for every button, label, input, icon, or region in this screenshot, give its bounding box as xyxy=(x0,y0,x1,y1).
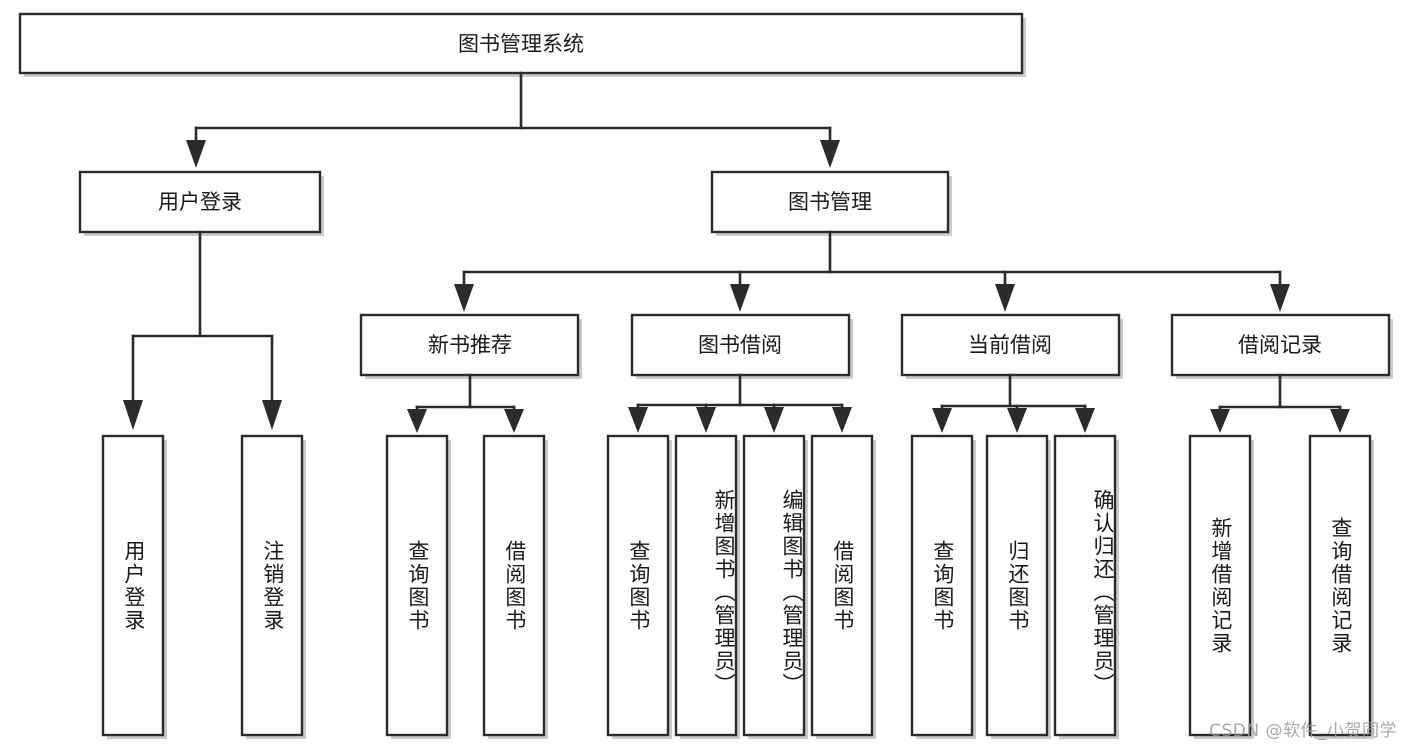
leaf-query-book-2[interactable] xyxy=(606,434,672,739)
node-book-borrow[interactable]: 图书借阅 xyxy=(630,313,853,379)
connector-current-borrow-to-leaves xyxy=(932,373,1095,433)
connector-root-to-level2 xyxy=(186,71,840,168)
node-new-book-recommend-box[interactable] xyxy=(359,313,580,377)
node-root-box[interactable] xyxy=(18,12,1024,75)
node-root-label: 图书管理系统 xyxy=(458,32,584,56)
node-user-login-box[interactable] xyxy=(78,170,322,234)
leaf-add-book-admin[interactable] xyxy=(674,434,740,739)
arrow-head-icon xyxy=(832,407,852,433)
node-new-book-recommend-label: 新书推荐 xyxy=(428,333,512,357)
node-current-borrow[interactable]: 当前借阅 xyxy=(900,313,1123,379)
node-book-borrow-label: 图书借阅 xyxy=(698,333,782,357)
arrow-head-icon xyxy=(730,284,750,312)
arrow-head-icon xyxy=(407,409,427,433)
leaf-borrow-book-2-box[interactable] xyxy=(810,434,874,737)
leaf-return-book-box[interactable] xyxy=(985,434,1049,737)
node-user-login-label: 用户登录 xyxy=(158,190,242,214)
leaf-borrow-book-2[interactable] xyxy=(810,434,876,739)
arrow-head-icon xyxy=(262,400,282,430)
leaf-user-login-do-box[interactable] xyxy=(101,434,165,737)
leaf-query-book-1[interactable] xyxy=(385,434,451,739)
leaf-add-borrow-record-box[interactable] xyxy=(1188,434,1252,737)
node-current-borrow-box[interactable] xyxy=(900,313,1121,377)
leaf-edit-book-admin-box[interactable] xyxy=(742,434,806,737)
leaf-confirm-return-admin[interactable] xyxy=(1053,434,1119,739)
arrow-head-icon xyxy=(995,284,1015,312)
leaf-edit-book-admin[interactable] xyxy=(742,434,808,739)
leaf-confirm-return-admin-box[interactable] xyxy=(1053,434,1117,737)
node-root[interactable]: 图书管理系统 xyxy=(18,12,1026,77)
node-borrow-record-label: 借阅记录 xyxy=(1238,333,1322,357)
leaf-query-book-1-box[interactable] xyxy=(385,434,449,737)
connector-new-book-recommend-to-leaves xyxy=(407,373,524,433)
csdn-watermark: CSDN @软件_小贺同学 xyxy=(1209,721,1397,741)
arrow-head-icon xyxy=(186,140,206,168)
arrow-head-icon xyxy=(1007,408,1027,433)
leaf-query-book-3[interactable] xyxy=(910,434,976,739)
connector-user-login-to-leaves xyxy=(123,230,282,430)
arrow-head-icon xyxy=(1210,409,1230,433)
arrow-head-icon xyxy=(696,407,716,433)
connector-book-manage-to-level3 xyxy=(454,230,1290,312)
leaf-query-book-3-box[interactable] xyxy=(910,434,974,737)
node-current-borrow-label: 当前借阅 xyxy=(968,333,1052,357)
arrow-head-icon xyxy=(1075,408,1095,433)
node-book-manage[interactable]: 图书管理 xyxy=(710,170,952,236)
node-book-manage-label: 图书管理 xyxy=(788,190,872,214)
arrow-head-icon xyxy=(1270,284,1290,312)
arrow-head-icon xyxy=(932,408,952,433)
leaf-user-logout-box[interactable] xyxy=(240,434,304,737)
connector-borrow-record-to-leaves xyxy=(1210,373,1350,433)
arrow-head-icon xyxy=(1330,409,1350,433)
arrow-head-icon xyxy=(820,140,840,168)
node-user-login[interactable]: 用户登录 xyxy=(78,170,324,236)
connector-book-borrow-to-leaves xyxy=(628,373,852,433)
node-borrow-record[interactable]: 借阅记录 xyxy=(1170,313,1393,379)
leaf-add-book-admin-box[interactable] xyxy=(674,434,738,737)
arrow-head-icon xyxy=(123,400,143,430)
node-new-book-recommend[interactable]: 新书推荐 xyxy=(359,313,582,379)
leaf-query-borrow-record[interactable] xyxy=(1308,434,1374,739)
leaf-borrow-book-1[interactable] xyxy=(482,434,548,739)
arrow-head-icon xyxy=(764,407,784,433)
leaf-query-borrow-record-box[interactable] xyxy=(1308,434,1372,737)
leaf-return-book[interactable] xyxy=(985,434,1051,739)
leaf-add-borrow-record[interactable] xyxy=(1188,434,1254,739)
arrow-head-icon xyxy=(504,409,524,433)
arrow-head-icon xyxy=(628,407,648,433)
leaf-user-login-do[interactable] xyxy=(101,434,167,739)
leaf-query-book-2-box[interactable] xyxy=(606,434,670,737)
leaf-borrow-book-1-box[interactable] xyxy=(482,434,546,737)
arrow-head-icon xyxy=(454,284,474,312)
leaf-user-logout[interactable] xyxy=(240,434,306,739)
node-borrow-record-box[interactable] xyxy=(1170,313,1391,377)
